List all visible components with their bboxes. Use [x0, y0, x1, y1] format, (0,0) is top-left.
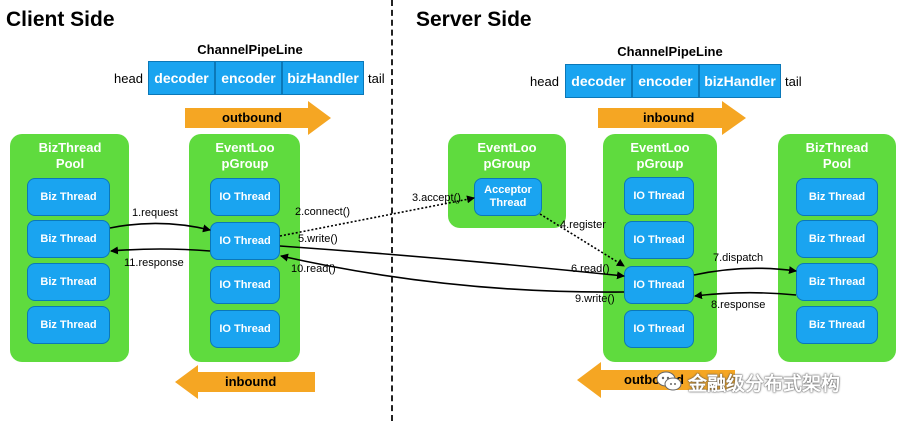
server-bizthread-pool-label: BizThread Pool — [805, 140, 869, 171]
edge-1-request — [109, 222, 211, 233]
server-outbound-arrow — [577, 362, 735, 398]
server-biz-thread: Biz Thread — [796, 263, 878, 301]
server-pipeline-tail: tail — [785, 74, 802, 89]
server-biz-thread: Biz Thread — [796, 220, 878, 258]
edge-label-9: 9.write() — [575, 293, 615, 305]
edge-label-2: 2.connect() — [295, 206, 351, 218]
client-eventloop-label: EventLoo pGroup — [215, 140, 275, 171]
edge-7-dispatch — [693, 266, 797, 276]
client-inbound-arrow — [175, 365, 315, 399]
edge-label-11: 11.response — [124, 257, 184, 269]
edge-11-response — [110, 246, 211, 255]
client-pipeline-tail: tail — [368, 71, 385, 86]
client-outbound-arrow — [185, 101, 331, 135]
client-io-thread: IO Thread — [210, 266, 280, 304]
client-outbound-label: outbound — [222, 110, 282, 125]
client-handler-encoder: encoder — [215, 61, 282, 95]
client-biz-thread: Biz Thread — [27, 306, 110, 344]
client-biz-thread: Biz Thread — [27, 263, 110, 301]
server-eventloop-label: EventLoo pGroup — [630, 140, 690, 171]
server-io-thread: IO Thread — [624, 177, 694, 215]
server-pipeline-title: ChannelPipeLine — [617, 44, 723, 59]
server-io-thread: IO Thread — [624, 221, 694, 259]
client-handler-bizhandler: bizHandler — [282, 61, 364, 95]
client-side-title: Client Side — [6, 8, 115, 31]
edge-label-6: 6.read() — [571, 263, 610, 275]
client-inbound-label: inbound — [225, 374, 277, 389]
server-biz-thread: Biz Thread — [796, 306, 878, 344]
edge-label-10: 10.read() — [291, 263, 336, 275]
server-io-thread: IO Thread — [624, 266, 694, 304]
side-divider — [391, 0, 393, 421]
server-inbound-label: inbound — [643, 110, 695, 125]
edge-8-response — [694, 291, 797, 300]
client-io-thread: IO Thread — [210, 178, 280, 216]
edge-2-connect — [279, 195, 475, 237]
server-side-title: Server Side — [416, 8, 532, 31]
edge-label-3: 3.accept() — [412, 192, 461, 204]
client-io-thread: IO Thread — [210, 310, 280, 348]
client-biz-thread: Biz Thread — [27, 178, 110, 216]
client-pipeline-title: ChannelPipeLine — [197, 42, 303, 57]
edge-9-write — [280, 253, 625, 293]
server-handler-encoder: encoder — [632, 64, 699, 98]
edge-label-1: 1.request — [132, 207, 178, 219]
server-pipeline-head: head — [530, 74, 559, 89]
edge-label-4: 4.register — [560, 219, 606, 231]
client-pipeline-head: head — [114, 71, 143, 86]
server-boss-eventloop-label: EventLoo pGroup — [477, 140, 537, 171]
edge-5-write — [279, 245, 625, 280]
wechat-icon — [656, 370, 682, 392]
server-handler-bizhandler: bizHandler — [699, 64, 781, 98]
server-handler-decoder: decoder — [565, 64, 632, 98]
client-io-thread: IO Thread — [210, 222, 280, 260]
server-biz-thread: Biz Thread — [796, 178, 878, 216]
server-io-thread: IO Thread — [624, 310, 694, 348]
client-handler-decoder: decoder — [148, 61, 215, 95]
server-inbound-arrow — [598, 101, 746, 135]
client-biz-thread: Biz Thread — [27, 220, 110, 258]
watermark-text: 金融级分布式架构 — [688, 374, 841, 395]
edge-label-8: 8.response — [711, 299, 766, 311]
client-bizthread-pool-label: BizThread Pool — [38, 140, 102, 171]
edge-label-7: 7.dispatch — [713, 252, 764, 264]
edge-4-register — [539, 213, 625, 267]
acceptor-thread: Acceptor Thread — [474, 178, 542, 216]
edge-label-5: 5.write() — [298, 233, 338, 245]
